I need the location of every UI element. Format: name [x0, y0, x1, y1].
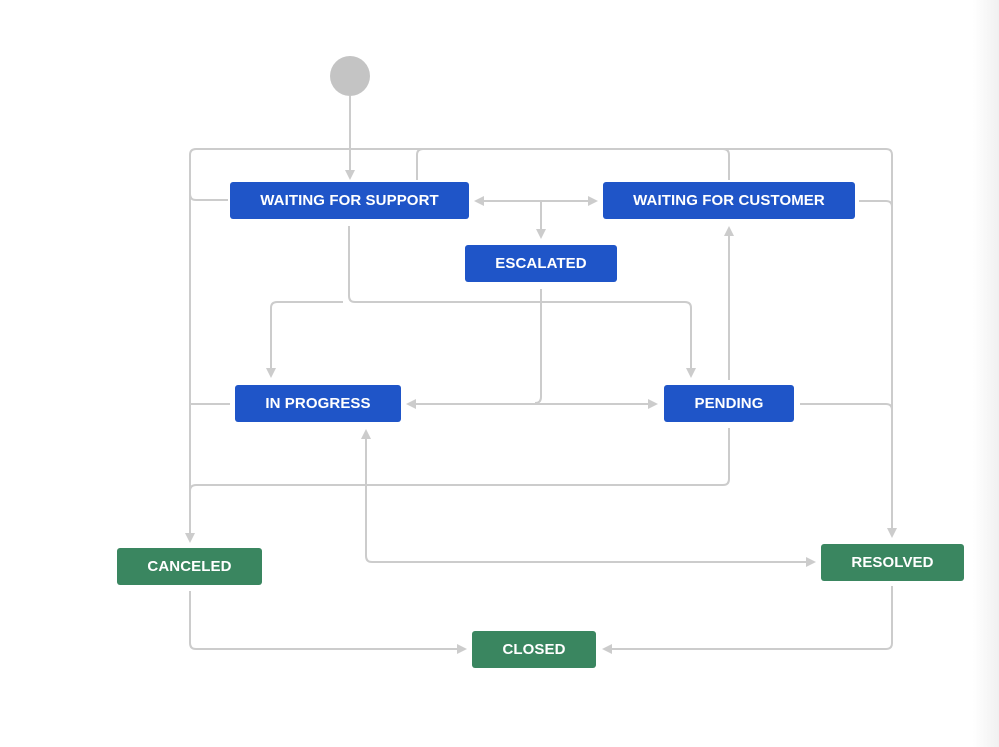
transition-support-riser: [416, 148, 424, 180]
arrowhead-icon: [686, 368, 696, 378]
transition-support-to-in-progress: [270, 301, 343, 368]
arrowhead-icon: [185, 533, 195, 543]
transition-escalated-down: [534, 289, 542, 404]
arrowhead-icon: [648, 399, 658, 409]
status-escalated[interactable]: ESCALATED: [465, 245, 617, 282]
arrowhead-icon: [724, 226, 734, 236]
arrowhead-icon: [406, 399, 416, 409]
transition-top-loop: [189, 148, 893, 528]
start-node: [330, 56, 370, 96]
arrowhead-icon: [474, 196, 484, 206]
status-label: CLOSED: [502, 641, 566, 658]
status-label: WAITING FOR CUSTOMER: [633, 192, 825, 209]
transition-support-fanout: [348, 226, 692, 368]
transition-pending-to-resolved: [800, 403, 893, 411]
status-canceled[interactable]: CANCELED: [117, 548, 262, 585]
status-label: CANCELED: [147, 558, 232, 575]
transition-resolved-to-closed: [612, 586, 893, 650]
status-label: IN PROGRESS: [265, 395, 371, 412]
transition-customer-riser: [722, 148, 730, 180]
arrowhead-icon: [266, 368, 276, 378]
arrowhead-icon: [887, 528, 897, 538]
status-label: PENDING: [694, 395, 764, 412]
status-pending[interactable]: PENDING: [664, 385, 794, 422]
status-label: RESOLVED: [851, 554, 934, 571]
transition-customer-to-resolved: [859, 200, 893, 208]
arrowhead-icon: [536, 229, 546, 239]
arrowhead-icon: [806, 557, 816, 567]
arrowhead-icon: [457, 644, 467, 654]
transition-pending-loop: [189, 428, 730, 492]
transition-canceled-to-closed: [189, 591, 457, 650]
transition-resolved-in-progress: [365, 439, 806, 563]
arrowhead-icon: [345, 170, 355, 180]
status-in-progress[interactable]: IN PROGRESS: [235, 385, 401, 422]
status-closed[interactable]: CLOSED: [472, 631, 596, 668]
arrowhead-icon: [361, 429, 371, 439]
status-label: WAITING FOR SUPPORT: [260, 192, 439, 209]
status-label: ESCALATED: [495, 255, 587, 272]
arrowhead-icon: [588, 196, 598, 206]
status-waiting-for-customer[interactable]: WAITING FOR CUSTOMER: [603, 182, 855, 219]
status-resolved[interactable]: RESOLVED: [821, 544, 964, 581]
status-waiting-for-support[interactable]: WAITING FOR SUPPORT: [230, 182, 469, 219]
arrowhead-icon: [602, 644, 612, 654]
